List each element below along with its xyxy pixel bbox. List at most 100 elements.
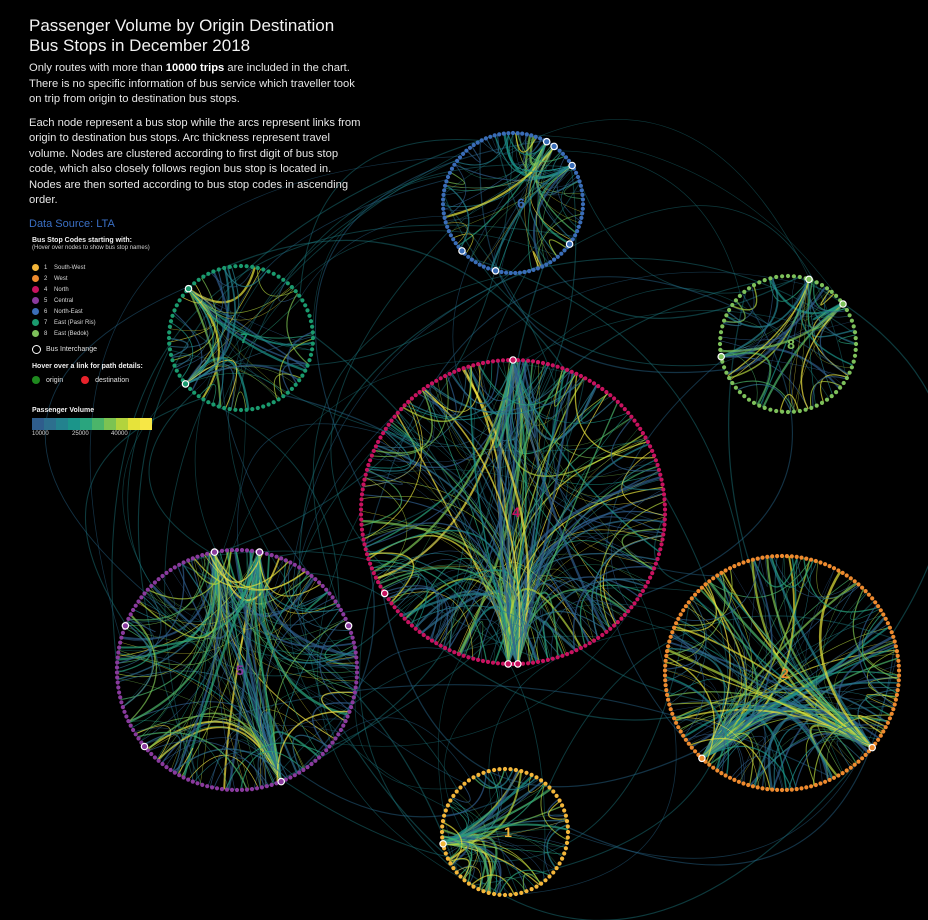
bus-stop-node[interactable] [300, 298, 305, 303]
link-arc[interactable] [701, 568, 835, 759]
bus-stop-node[interactable] [366, 462, 371, 468]
bus-stop-node[interactable] [662, 522, 667, 527]
bus-stop-node[interactable] [866, 592, 872, 597]
bus-stop-node[interactable] [254, 786, 260, 791]
link-arc[interactable] [361, 468, 403, 527]
bus-stop-node[interactable] [283, 558, 288, 563]
bus-stop-node[interactable] [293, 382, 298, 387]
bus-stop-node[interactable] [238, 263, 244, 269]
bus-stop-node[interactable] [789, 554, 794, 559]
link-arc[interactable] [512, 359, 657, 564]
bus-stop-node[interactable] [768, 407, 773, 412]
link-arc[interactable] [731, 285, 758, 311]
bus-stop-node[interactable] [461, 653, 466, 658]
bus-stop-node[interactable] [343, 616, 348, 622]
bus-stop-node[interactable] [629, 605, 634, 610]
bus-stop-node[interactable] [658, 547, 663, 552]
bus-stop-node[interactable] [856, 582, 861, 587]
bus-stop-node[interactable] [276, 397, 281, 402]
bus-stop-node[interactable] [563, 155, 569, 160]
bus-stop-node[interactable] [219, 548, 225, 554]
bus-stop-node[interactable] [653, 561, 659, 566]
bus-stop-node[interactable] [371, 448, 376, 453]
bus-stop-node[interactable] [678, 612, 683, 617]
bus-interchange-node[interactable] [717, 352, 726, 361]
bus-stop-node[interactable] [362, 477, 367, 482]
bus-stop-node[interactable] [891, 707, 896, 712]
bus-stop-node[interactable] [211, 402, 216, 407]
bus-stop-node[interactable] [573, 233, 578, 238]
bus-stop-node[interactable] [338, 607, 343, 613]
bus-stop-node[interactable] [873, 600, 878, 605]
link-arc[interactable] [721, 321, 853, 357]
bus-stop-node[interactable] [360, 532, 365, 537]
bus-stop-node[interactable] [233, 264, 238, 269]
bus-stop-node[interactable] [829, 289, 834, 294]
bus-stop-node[interactable] [711, 576, 716, 581]
bus-stop-node[interactable] [466, 778, 471, 783]
link-arc[interactable] [733, 380, 795, 412]
link-arc[interactable] [475, 769, 514, 789]
link-arc[interactable] [138, 552, 215, 740]
bus-interchange-node[interactable] [513, 660, 522, 668]
link-arc[interactable] [836, 740, 862, 769]
link-arc[interactable] [667, 691, 873, 749]
bus-stop-node[interactable] [527, 269, 532, 274]
bus-stop-node[interactable] [652, 453, 657, 458]
link-arc[interactable] [817, 715, 873, 774]
bus-stop-node[interactable] [648, 575, 653, 580]
bus-stop-node[interactable] [447, 170, 452, 175]
link-arc[interactable] [678, 557, 761, 621]
bus-stop-node[interactable] [386, 597, 391, 602]
bus-stop-node[interactable] [305, 765, 310, 770]
bus-stop-node[interactable] [622, 407, 627, 412]
bus-stop-node[interactable] [574, 371, 579, 376]
link-arc[interactable] [517, 401, 619, 665]
bus-stop-node[interactable] [604, 390, 609, 395]
bus-stop-node[interactable] [742, 394, 747, 399]
bus-stop-node[interactable] [167, 324, 172, 329]
bus-stop-node[interactable] [227, 264, 232, 269]
bus-stop-node[interactable] [303, 303, 308, 308]
bus-stop-node[interactable] [577, 179, 582, 184]
bus-stop-node[interactable] [629, 414, 634, 419]
bus-stop-node[interactable] [519, 890, 524, 896]
bus-stop-node[interactable] [809, 557, 814, 562]
inter-cluster-arc[interactable] [201, 239, 565, 370]
bus-stop-node[interactable] [663, 678, 668, 683]
link-arc[interactable] [383, 585, 449, 648]
link-arc[interactable] [689, 737, 771, 790]
bus-stop-node[interactable] [809, 405, 814, 410]
bus-stop-node[interactable] [668, 634, 673, 639]
bus-stop-node[interactable] [188, 386, 193, 391]
bus-stop-node[interactable] [665, 649, 670, 654]
bus-stop-node[interactable] [615, 620, 620, 625]
bus-stop-node[interactable] [718, 330, 724, 335]
link-arc[interactable] [468, 360, 525, 402]
bus-stop-node[interactable] [707, 579, 712, 584]
inter-cluster-arc[interactable] [312, 174, 450, 335]
bus-stop-node[interactable] [718, 347, 723, 352]
link-arc[interactable] [818, 570, 874, 749]
bus-stop-node[interactable] [891, 634, 896, 639]
link-arc[interactable] [512, 359, 536, 438]
bus-stop-node[interactable] [827, 777, 832, 783]
bus-stop-node[interactable] [168, 319, 174, 324]
bus-stop-node[interactable] [402, 403, 407, 408]
bus-stop-node[interactable] [632, 601, 637, 606]
bus-stop-node[interactable] [566, 158, 572, 163]
bus-stop-node[interactable] [746, 558, 751, 564]
bus-stop-node[interactable] [579, 215, 584, 220]
link-arc[interactable] [292, 734, 330, 772]
bus-stop-node[interactable] [497, 132, 502, 137]
link-arc[interactable] [529, 578, 649, 664]
bus-stop-node[interactable] [676, 616, 681, 621]
bus-stop-node[interactable] [383, 426, 388, 431]
bus-stop-node[interactable] [818, 781, 823, 786]
bus-stop-node[interactable] [762, 405, 767, 410]
bus-stop-node[interactable] [785, 409, 791, 415]
bus-stop-node[interactable] [115, 655, 120, 660]
link-arc[interactable] [424, 387, 520, 665]
inter-cluster-arc[interactable] [653, 514, 703, 588]
bus-interchange-node[interactable] [868, 743, 877, 752]
